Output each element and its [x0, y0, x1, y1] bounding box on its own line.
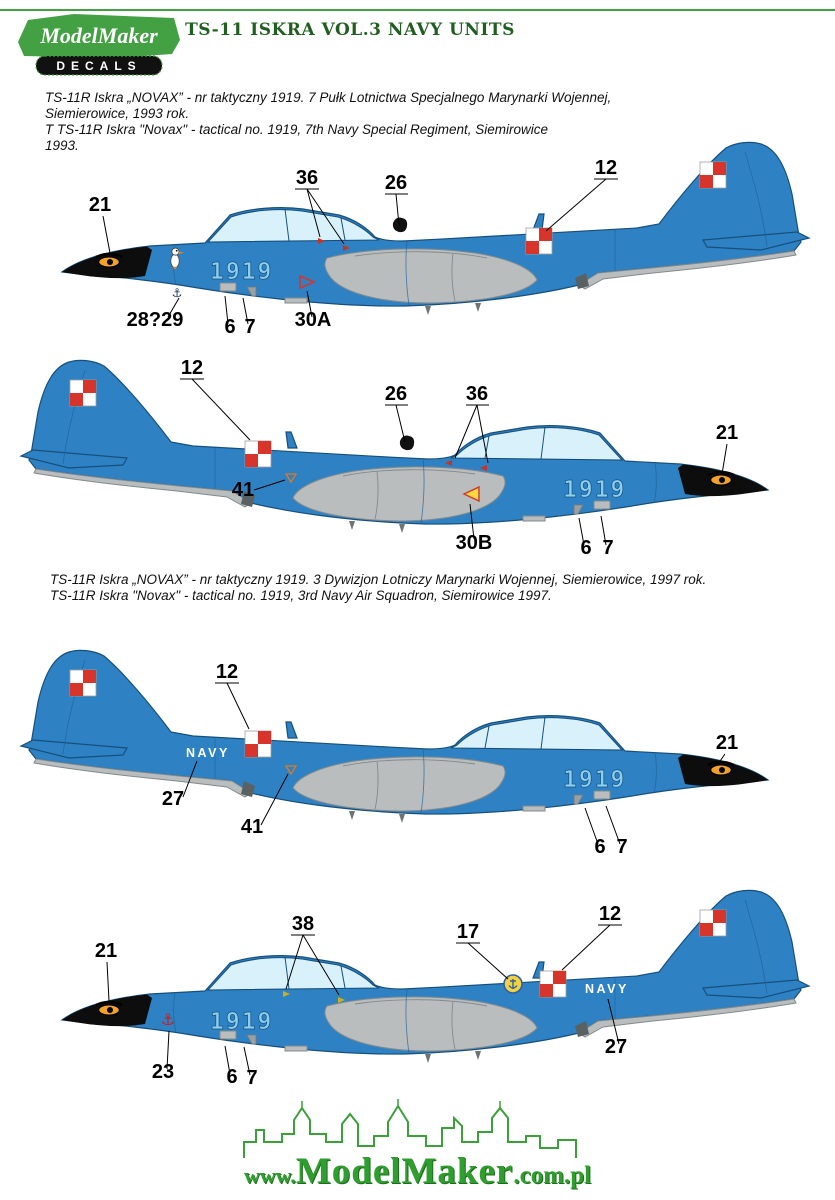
caption2-en-line1: TS-11R Iskra "Novax" - tactical no. 1919… — [50, 588, 552, 603]
callout-27: 27 — [162, 788, 184, 810]
sheet-title: TS-11 ISKRA VOL.3 NAVY UNITS — [185, 20, 515, 40]
canopy-mark-36a — [318, 238, 325, 244]
brand-logo-art: ModelMaker DECALS — [18, 14, 180, 76]
callout-12: 12 — [216, 661, 238, 683]
callout-38: 38 — [292, 913, 314, 935]
navy-titling-4: NAVY — [585, 982, 629, 996]
checkerboard-fuselage-1 — [525, 227, 553, 255]
checkerboard-fuselage-4 — [539, 970, 567, 998]
callout-26: 26 — [385, 383, 407, 405]
caption1-pl-line2: Siemierowice, 1993 rok. — [45, 106, 190, 121]
checkerboard-tail-2 — [69, 379, 97, 407]
top-border-line — [0, 9, 835, 11]
callout-41: 41 — [241, 816, 263, 838]
tactical-number-4: 1919 — [210, 1009, 273, 1035]
checkerboard-tail-3 — [69, 669, 97, 697]
leader-lines-3 — [182, 682, 726, 845]
callout-7: 7 — [602, 537, 613, 559]
small-triangle-41 — [284, 473, 298, 484]
callout-30a: 30A — [295, 309, 332, 331]
callout-41: 41 — [232, 479, 254, 501]
callout-7: 7 — [246, 1067, 257, 1089]
checkerboard-fuselage-3 — [244, 730, 272, 758]
callout-7: 7 — [616, 836, 627, 858]
callout-36: 36 — [466, 383, 488, 405]
checkerboard-tail-1 — [699, 161, 727, 189]
squadron-emblem-2 — [399, 435, 415, 451]
footer-url: www.ModelMaker.com.pl — [0, 1150, 835, 1193]
callout-21: 21 — [716, 732, 738, 754]
callout-36: 36 — [296, 167, 318, 189]
aircraft-profile-1: 1919 ⚓ 21 36 26 12 28?29 6 7 30A — [61, 141, 810, 338]
callout-26: 26 — [385, 172, 407, 194]
callout-12: 12 — [181, 357, 203, 379]
squadron-emblem-1 — [392, 217, 408, 233]
canopy-mark-38a — [283, 991, 290, 997]
footer-skyline-art — [243, 1099, 577, 1158]
caption-variant-1: TS-11R Iskra „NOVAX” - nr taktyczny 1919… — [45, 90, 745, 154]
callout-6: 6 — [226, 1066, 237, 1088]
caption1-pl-line1: TS-11R Iskra „NOVAX” - nr taktyczny 1919… — [45, 90, 612, 105]
leader-lines-4 — [106, 924, 622, 1076]
leader-lines-2 — [180, 378, 728, 546]
anchor-marking-1: ⚓ — [172, 286, 183, 300]
callout-27: 27 — [605, 1036, 627, 1058]
caption2-pl-line1: TS-11R Iskra „NOVAX” - nr taktyczny 1919… — [50, 572, 707, 587]
small-triangle-41 — [284, 765, 298, 776]
tactical-number-1: 1919 — [210, 259, 273, 285]
callout-17: 17 — [457, 921, 479, 943]
warning-triangle-30b — [462, 485, 480, 503]
callout-12: 12 — [595, 157, 617, 179]
aircraft-profile-2: 1919 12 26 36 21 41 30B 6 7 — [20, 357, 769, 559]
canopy-mark-36b — [480, 465, 487, 471]
leader-lines-1 — [102, 178, 618, 325]
caption1-en-line2: 1993. — [45, 138, 79, 153]
logo-decals-text: DECALS — [56, 59, 141, 73]
logo-name-text: ModelMaker — [39, 23, 158, 48]
callout-6: 6 — [594, 836, 605, 858]
caption1-en-line1: T TS-11R Iskra "Novax" - tactical no. 19… — [45, 122, 549, 137]
footer-url-brand: ModelMaker — [295, 1151, 514, 1192]
canopy-mark-36b — [343, 245, 350, 251]
checkerboard-fuselage-2 — [244, 440, 272, 468]
logo-decals-pill — [35, 55, 163, 76]
callout-6: 6 — [580, 537, 591, 559]
airframe-4 — [61, 889, 810, 1064]
checkerboard-tail-4 — [699, 909, 727, 937]
aircraft-profile-4: 1919 NAVY ⚓ 21 38 17 12 23 6 7 27 — [61, 889, 810, 1089]
tactical-number-2: 1919 — [563, 477, 626, 503]
canopy-mark-36a — [445, 460, 452, 466]
callout-6: 6 — [224, 316, 235, 338]
callout-23: 23 — [152, 1061, 174, 1083]
callout-12: 12 — [599, 903, 621, 925]
footer-url-www: www. — [243, 1163, 296, 1188]
callout-30b: 30B — [456, 532, 493, 554]
callout-21: 21 — [89, 194, 111, 216]
navy-titling-3: NAVY — [186, 746, 230, 760]
callout-21: 21 — [716, 422, 738, 444]
caption-variant-2: TS-11R Iskra „NOVAX” - nr taktyczny 1919… — [50, 572, 810, 604]
warning-triangle-30a — [299, 274, 317, 290]
logo-blob — [18, 14, 180, 58]
callout-21: 21 — [95, 940, 117, 962]
callout-2829: 28?29 — [127, 309, 184, 331]
callout-7: 7 — [244, 316, 255, 338]
aircraft-profile-3: 1919 NAVY 12 21 27 41 6 7 — [20, 649, 769, 858]
footer-url-tld: .com.pl — [513, 1162, 592, 1189]
tactical-number-3: 1919 — [563, 767, 626, 793]
brand-logo: ModelMaker DECALS — [14, 12, 186, 83]
red-anchor-badge-23: ⚓ — [161, 1010, 175, 1029]
canopy-mark-38b — [338, 997, 345, 1003]
airframe-3 — [20, 649, 769, 824]
